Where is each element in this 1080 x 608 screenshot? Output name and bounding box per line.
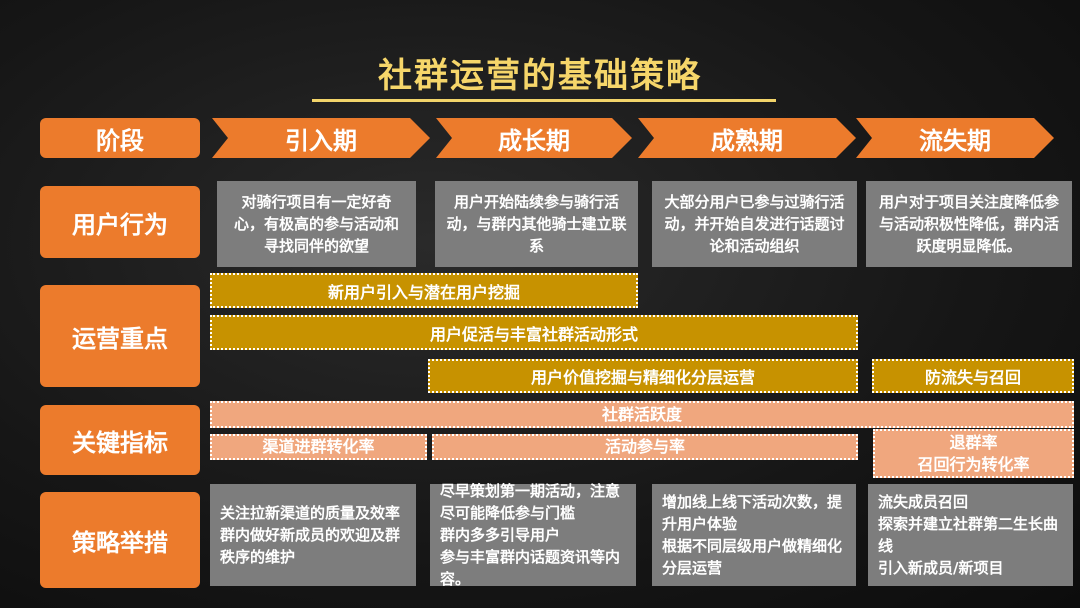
focus-bar: 新用户引入与潜在用户挖掘 xyxy=(210,273,638,308)
metric-bar: 渠道进群转化率 xyxy=(210,434,427,460)
strategy-growth: 尽早策划第一期活动，注意尽可能降低参与门槛 群内多多引导用户 参与丰富群内话题资… xyxy=(430,482,636,588)
behavior-growth: 用户开始陆续参与骑行活动，与群内其他骑士建立联系 xyxy=(435,181,638,267)
row-label-ops-focus: 运营重点 xyxy=(40,285,200,387)
phase-mature: 成熟期 xyxy=(638,118,856,158)
phase-growth: 成长期 xyxy=(436,118,632,158)
slide-title: 社群运营的基础策略 xyxy=(378,56,702,96)
strategy-mature: 增加线上线下活动次数，提升用户体验 根据不同层级用户做精细化分层运营 xyxy=(652,484,856,586)
focus-bar: 用户价值挖掘与精细化分层运营 xyxy=(428,359,858,393)
stage-header: 阶段 xyxy=(40,118,200,158)
title-underline xyxy=(312,99,776,102)
phase-churn: 流失期 xyxy=(856,118,1054,158)
row-label-key-metrics: 关键指标 xyxy=(40,405,200,475)
focus-bar: 用户促活与丰富社群活动形式 xyxy=(210,315,858,350)
strategy-intro: 关注拉新渠道的质量及效率 群内做好新成员的欢迎及群秩序的维护 xyxy=(210,484,416,586)
metric-bar: 活动参与率 xyxy=(432,434,858,460)
metric-bar: 退群率 召回行为转化率 xyxy=(873,429,1074,478)
strategy-churn: 流失成员召回 探索并建立社群第二生长曲线 引入新成员/新项目 xyxy=(868,484,1073,586)
behavior-churn: 用户对于项目关注度降低参与活动积极性降低，群内活跃度明显降低。 xyxy=(866,181,1072,267)
metric-bar: 社群活跃度 xyxy=(210,401,1074,428)
row-label-strategies: 策略举措 xyxy=(40,492,200,588)
row-label-user-behavior: 用户行为 xyxy=(40,186,200,258)
behavior-mature: 大部分用户已参与过骑行活动，并开始自发进行话题讨论和活动组织 xyxy=(652,181,857,267)
behavior-intro: 对骑行项目有一定好奇心，有极高的参与活动和寻找同伴的欲望 xyxy=(217,181,416,267)
focus-bar: 防流失与召回 xyxy=(872,359,1074,393)
phase-intro: 引入期 xyxy=(212,118,430,158)
